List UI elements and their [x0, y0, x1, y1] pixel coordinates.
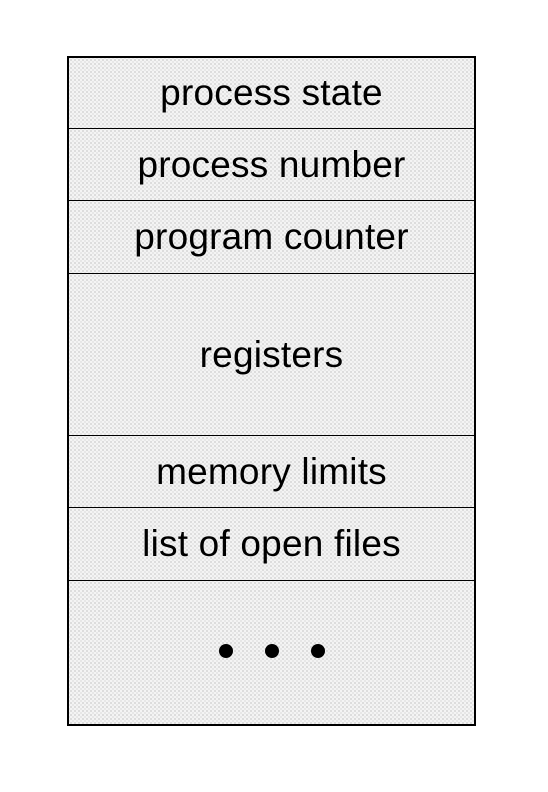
ellipsis-dots: [218, 643, 325, 658]
dot: [310, 643, 325, 658]
field-label: process number: [137, 143, 406, 185]
field-label: registers: [199, 333, 344, 375]
field-program-counter: program counter: [69, 201, 474, 274]
field-label: program counter: [134, 216, 409, 257]
field-registers: registers: [69, 274, 474, 436]
process-control-block: process state process number program cou…: [67, 56, 476, 726]
field-open-files: list of open files: [69, 508, 474, 581]
dot: [264, 643, 279, 658]
field-process-number: process number: [69, 129, 474, 201]
field-label: list of open files: [142, 523, 401, 564]
field-label: memory limits: [156, 450, 387, 492]
field-continuation: [69, 581, 474, 724]
field-label: process state: [160, 72, 383, 113]
field-process-state: process state: [69, 58, 474, 129]
dot: [218, 643, 233, 658]
field-memory-limits: memory limits: [69, 436, 474, 508]
